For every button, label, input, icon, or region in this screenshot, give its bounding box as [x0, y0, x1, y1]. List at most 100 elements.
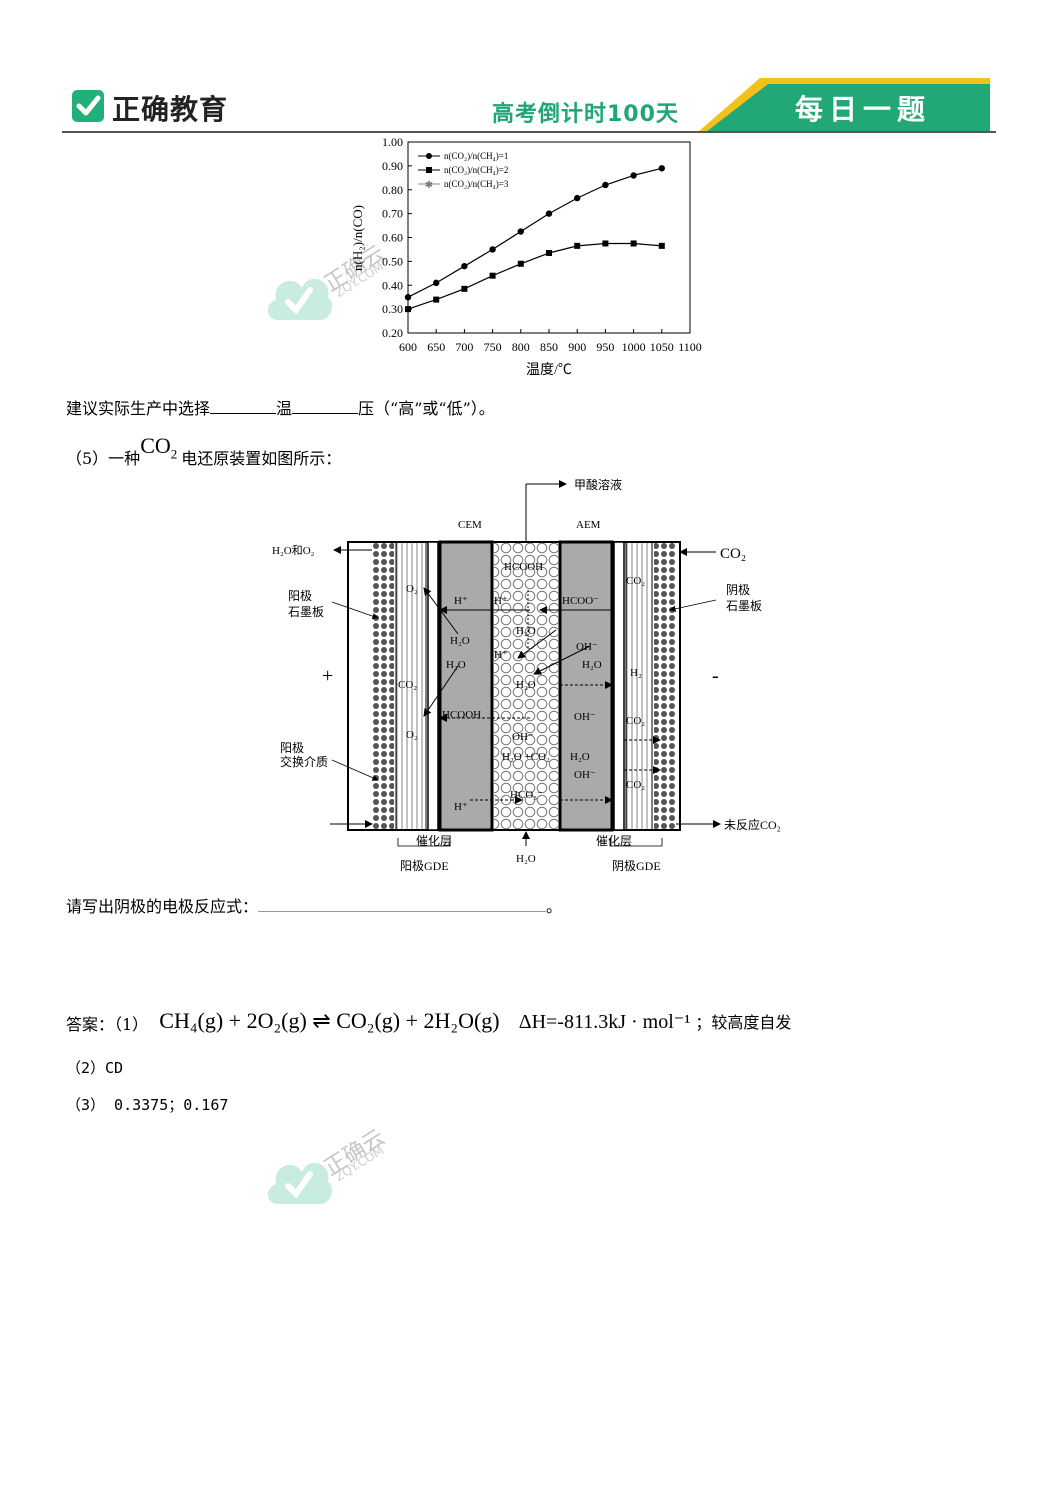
chart-y-tick-label: 1.00 — [382, 135, 403, 149]
chart-point-series-2 — [658, 242, 665, 249]
chart-point-series-2 — [546, 250, 552, 257]
label-right-co2-1: CO₂ — [626, 575, 645, 587]
q4-text-1: 建议实际生产中选择 — [66, 399, 211, 418]
label-anode-gde: 阳极GDE — [400, 859, 449, 873]
q5-co2-sub: 2 — [170, 446, 178, 462]
chart-point-series-1 — [630, 172, 637, 179]
chart-point-series-2 — [517, 260, 524, 267]
answer-1-tail: ；较高度自发 — [695, 1013, 792, 1032]
legend-marker-3: ✱ — [425, 180, 433, 191]
chart-point-series-2 — [461, 285, 468, 292]
label-negative: - — [712, 665, 719, 687]
countdown-slogan: 高考倒计时100天 — [492, 102, 679, 127]
label-right-co2-3: CO₂ — [626, 779, 645, 791]
cathode-prompt-end: 。 — [546, 897, 563, 916]
electrolysis-diagram: 甲酸溶液 CEM AEM H₂O和O₂ CO₂ 阳极 石墨板 阴极 石墨板 + … — [272, 477, 781, 873]
chart-x-tick-label: 650 — [427, 340, 445, 354]
q5-co2-main: CO — [140, 433, 171, 458]
label-mid-oh: OH⁻ — [512, 731, 534, 743]
label-mid-h2o-2: H₂O — [516, 679, 536, 691]
label-left-o2-bottom: O₂ — [406, 729, 418, 741]
chart-point-series-1 — [517, 228, 524, 235]
chart-point-series-1 — [489, 246, 496, 253]
chart-x-tick-label: 950 — [596, 340, 614, 354]
chart-point-series-1 — [602, 181, 609, 189]
chart-x-tick-label: 700 — [455, 340, 473, 354]
label-left-outflow: H₂O和O₂ — [272, 544, 315, 557]
label-mid-h-2: H⁺ — [494, 649, 508, 661]
cathode-reaction-line: 请写出阴极的电极反应式：。 — [66, 893, 562, 917]
chart-x-tick-label: 900 — [568, 340, 586, 354]
chart-x-axis-label: 温度/℃ — [526, 362, 572, 378]
label-aem-hcoo: HCOO⁻ — [562, 595, 599, 607]
chart-point-series-2 — [574, 242, 581, 249]
cathode-catalyst-layer — [613, 541, 625, 831]
label-aem-h2o-1: H₂O — [582, 659, 602, 671]
legend-marker-2 — [426, 167, 432, 173]
chart-x-tick-label: 750 — [484, 340, 502, 354]
label-catalyst-right: 催化层 — [596, 834, 632, 848]
label-cem-hcooh: HCOOH — [442, 709, 481, 721]
anode-gde — [395, 541, 427, 831]
chart-y-tick-label: 0.80 — [382, 183, 403, 197]
cathode-graphite-plate — [654, 542, 676, 830]
answer-label: 答案：（1） — [66, 1015, 149, 1034]
chart-point-series-1 — [658, 165, 665, 172]
chart-x-tick-label: 850 — [540, 340, 558, 354]
pressure-blank[interactable] — [292, 399, 359, 414]
chart-y-tick-label: 0.60 — [382, 231, 403, 245]
answer-1-line: 答案：（1） CH₄(g) + 2O₂(g) ⇌ CO₂(g) + 2H₂O(g… — [66, 1008, 791, 1034]
label-anode-exchange-1: 阳极 — [280, 741, 304, 755]
chart-point-series-1 — [574, 194, 581, 202]
chart-point-series-2 — [405, 306, 411, 313]
label-cathode-plate-2: 石墨板 — [726, 599, 762, 613]
cathode-reaction-blank[interactable] — [258, 897, 547, 912]
chart-x-tick-label: 1000 — [622, 340, 646, 354]
chart-y-tick-label: 0.20 — [382, 326, 403, 340]
q5-prefix: （5）一种 — [66, 449, 141, 468]
label-cathode-gde: 阴极GDE — [612, 859, 661, 873]
q4-text-2: 温 — [276, 399, 293, 418]
chart-y-tick-label: 0.30 — [382, 302, 403, 316]
label-cem-h2o-1: H₂O — [450, 635, 470, 647]
label-cathode-plate-1: 阴极 — [726, 583, 750, 597]
label-mid-hco3: HCO₃⁻ — [510, 789, 543, 801]
cem-membrane — [438, 540, 494, 832]
label-anode-plate-1: 阳极 — [288, 589, 312, 603]
label-aem-oh-3: OH⁻ — [574, 769, 596, 781]
chart-point-series-2 — [602, 240, 609, 247]
chart-x-tick-label: 800 — [512, 340, 530, 354]
line-chart: 0.200.300.400.500.600.700.800.901.00 600… — [350, 135, 702, 378]
header-divider — [62, 131, 996, 133]
temperature-blank[interactable] — [210, 399, 277, 414]
label-aem-oh-2: OH⁻ — [574, 711, 596, 723]
q4-text-3: 压（“高”或“低”）。 — [358, 399, 495, 418]
label-anode-plate-2: 石墨板 — [288, 605, 324, 619]
chart-point-series-2 — [489, 272, 496, 279]
chart-point-series-2 — [433, 296, 440, 303]
aem-membrane — [558, 540, 614, 832]
anode-graphite-plate — [372, 542, 394, 830]
label-mid-h2o-1: H₂O — [516, 625, 536, 637]
answer-2: （2）CD — [66, 1059, 124, 1077]
label-water-in: H₂O — [516, 853, 536, 865]
label-unreacted-co2: 未反应CO₂ — [724, 817, 781, 832]
chart-point-series-1 — [433, 279, 440, 287]
q5-suffix: 电还原装置如图所示： — [181, 449, 342, 468]
chart-series-line-1 — [407, 167, 662, 298]
answer-enthalpy: ΔH=-811.3kJ · mol⁻¹ — [518, 1011, 691, 1033]
chart-point-series-1 — [404, 293, 412, 301]
label-cem-h2o-2: H₂O — [446, 659, 466, 671]
label-catalyst-left: 催化层 — [416, 834, 452, 848]
label-co2-in: CO₂ — [720, 546, 746, 562]
legend-label-3: n(CO₂)/n(CH₄)=3 — [444, 179, 509, 189]
label-formic-acid: 甲酸溶液 — [574, 477, 622, 492]
label-right-co2-2: CO₂ — [626, 715, 645, 727]
chart-y-tick-label: 0.90 — [382, 159, 403, 173]
label-mid-h2o-co2: H₂O +CO₂ — [502, 751, 550, 763]
anode-catalyst-layer — [427, 541, 439, 831]
legend-marker-1 — [426, 153, 432, 159]
middle-chamber — [494, 542, 558, 830]
label-aem: AEM — [576, 519, 601, 531]
